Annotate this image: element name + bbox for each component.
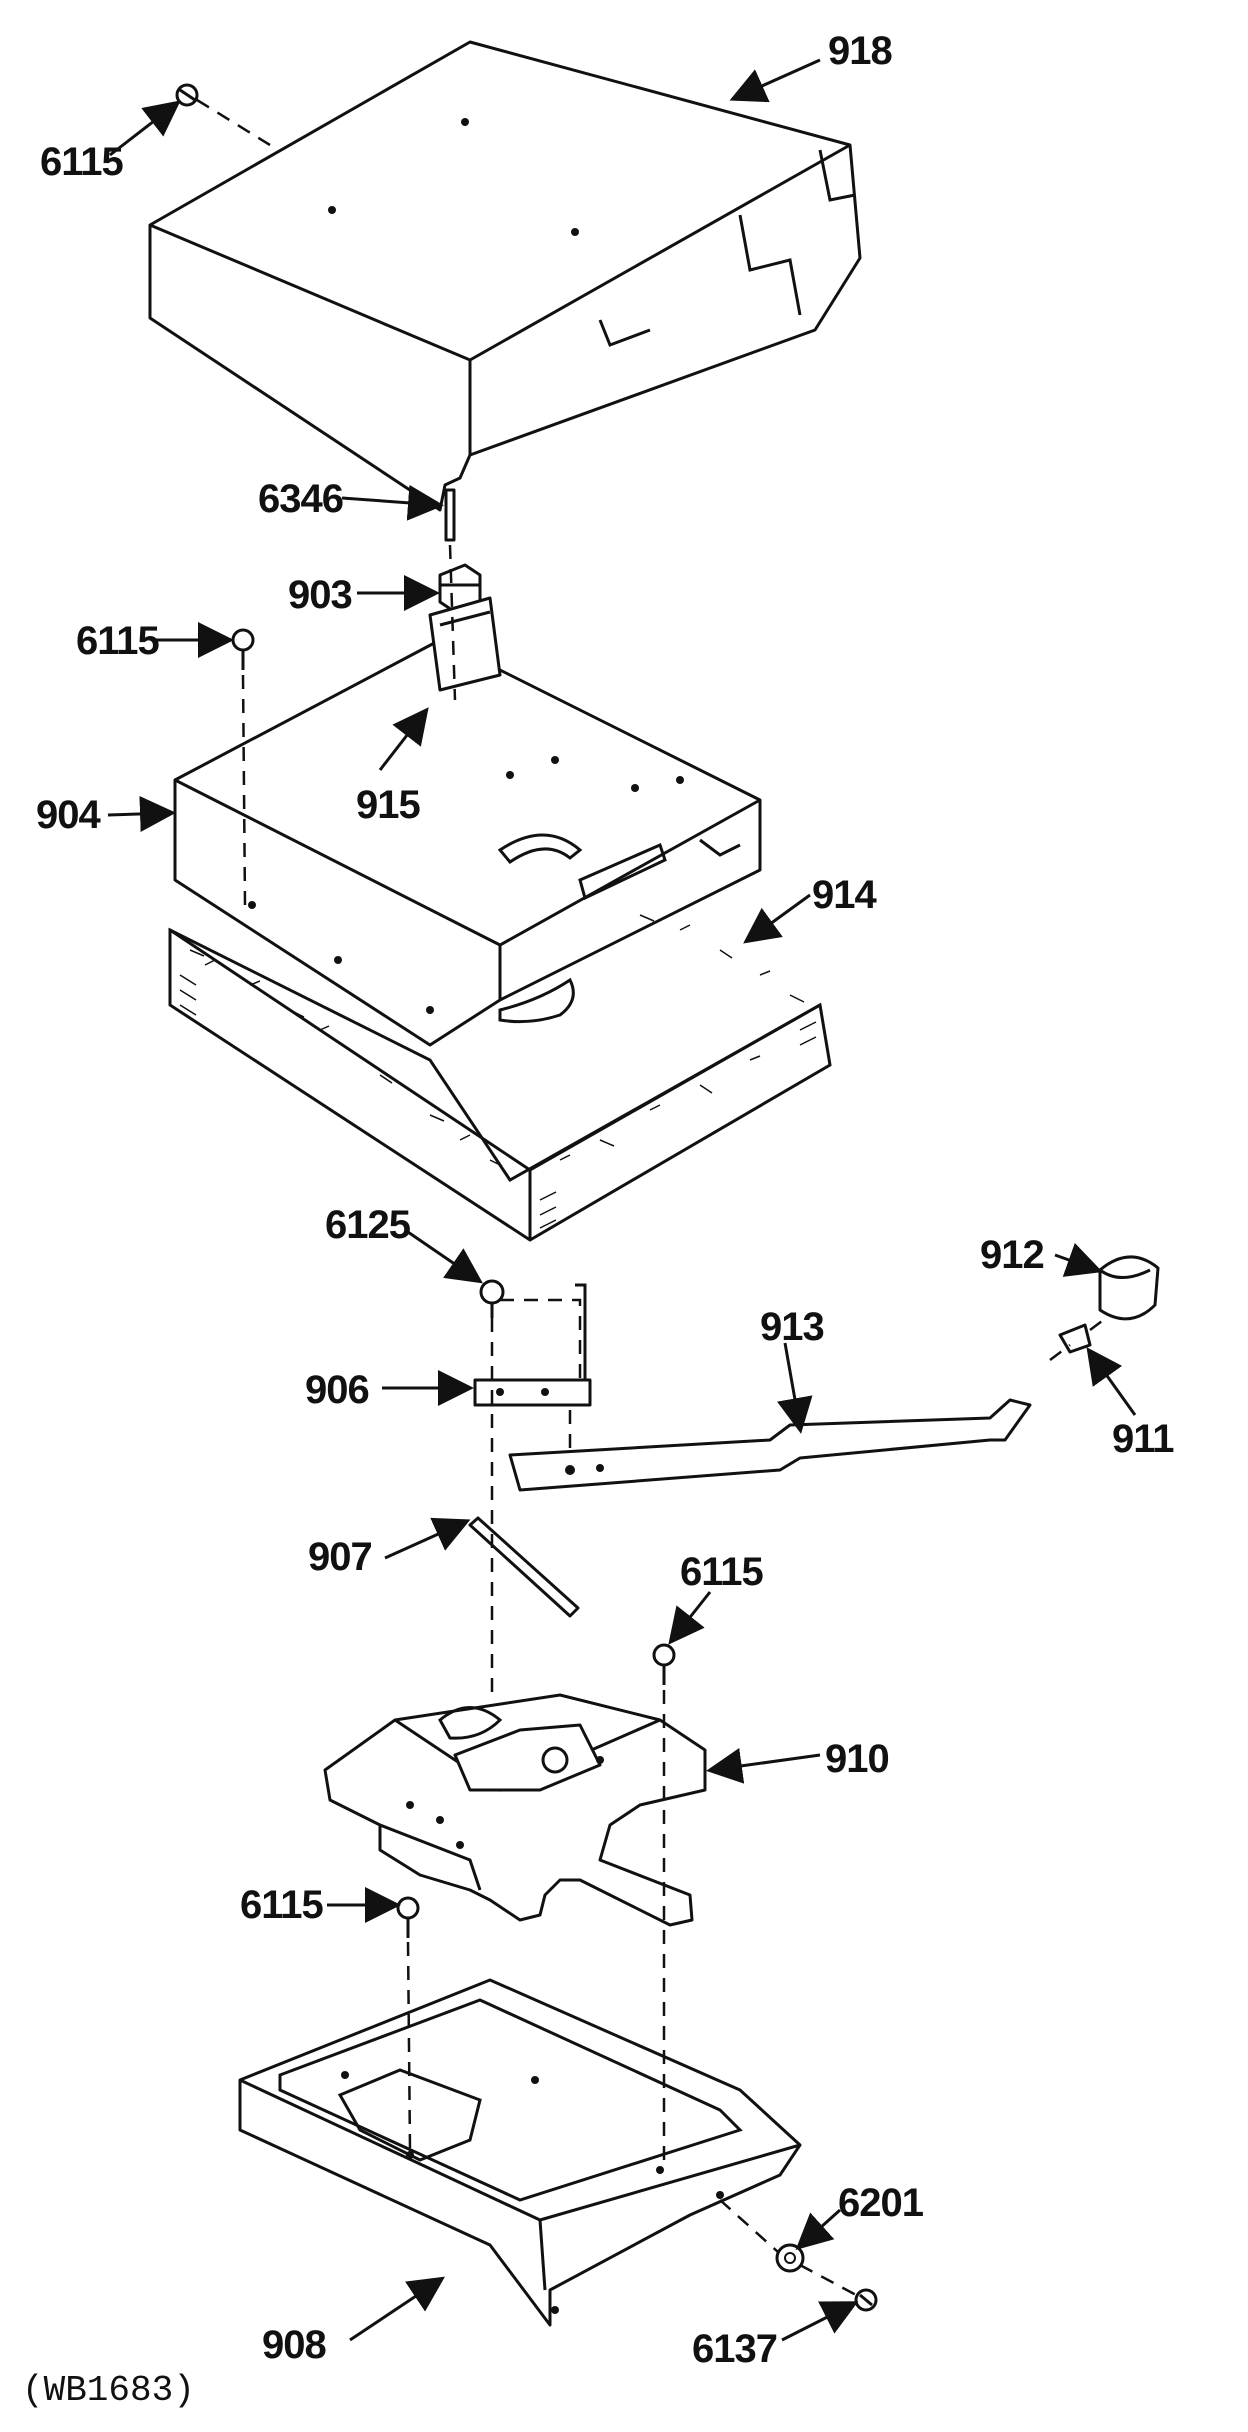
part-6115-screw-mid bbox=[231, 628, 255, 670]
label-906: 906 bbox=[305, 1368, 369, 1412]
label-911: 911 bbox=[1112, 1417, 1174, 1461]
part-6137-screw bbox=[854, 2288, 878, 2312]
part-6201-washer bbox=[775, 2243, 805, 2273]
part-910-latch bbox=[323, 1693, 707, 1927]
part-6115-screw-top bbox=[175, 83, 199, 107]
part-913-lever bbox=[508, 1398, 1032, 1492]
part-914-insulation bbox=[168, 914, 832, 1242]
label-6125: 6125 bbox=[325, 1203, 411, 1247]
label-918: 918 bbox=[828, 29, 892, 73]
label-914: 914 bbox=[812, 873, 877, 917]
drawing-code: (WB1683) bbox=[22, 2370, 195, 2411]
label-904: 904 bbox=[36, 793, 101, 837]
label-908: 908 bbox=[262, 2323, 326, 2367]
leader-lines bbox=[107, 58, 1137, 2342]
part-6346-screw bbox=[444, 488, 456, 542]
assembly-lines bbox=[196, 98, 1111, 2298]
part-912-knob bbox=[1098, 1255, 1160, 1321]
part-915-bracket bbox=[428, 596, 502, 692]
label-903: 903 bbox=[288, 573, 352, 617]
part-906-plate bbox=[473, 1283, 592, 1407]
label-6115-lower: 6115 bbox=[680, 1550, 764, 1594]
label-6201: 6201 bbox=[838, 2181, 924, 2225]
label-6115-mid: 6115 bbox=[76, 619, 160, 663]
part-6125-screw bbox=[479, 1279, 505, 1318]
label-6115-bottom: 6115 bbox=[240, 1883, 324, 1927]
label-915: 915 bbox=[356, 783, 420, 827]
callout-labels: 918 6115 6346 903 6115 915 904 914 6125 … bbox=[36, 29, 1175, 2371]
part-907-pin bbox=[468, 1516, 580, 1618]
part-6115-screw-lower bbox=[652, 1643, 676, 1685]
label-6346: 6346 bbox=[258, 477, 343, 521]
label-6137: 6137 bbox=[692, 2327, 777, 2371]
part-6115-screw-bottom bbox=[396, 1896, 420, 1938]
part-911-clip bbox=[1058, 1323, 1092, 1354]
label-910: 910 bbox=[825, 1737, 889, 1781]
part-904-housing bbox=[173, 638, 762, 1047]
label-912: 912 bbox=[980, 1233, 1044, 1277]
label-6115-top: 6115 bbox=[40, 140, 124, 184]
label-907: 907 bbox=[308, 1535, 372, 1579]
label-913: 913 bbox=[760, 1305, 824, 1349]
part-908-base bbox=[238, 1978, 802, 2327]
part-918-top-cover bbox=[148, 40, 862, 512]
